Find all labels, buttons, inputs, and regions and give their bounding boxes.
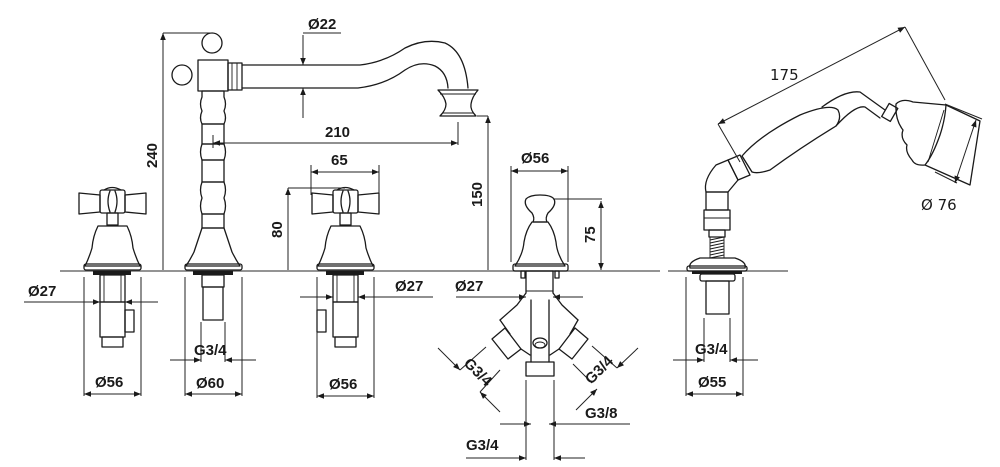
hand-shower-head-diameter-label: Ø 76 (921, 196, 957, 214)
diverter-bottom-thread-label: G3/4 (466, 437, 499, 454)
spout-base-diameter-label: Ø60 (196, 375, 224, 392)
diverter-height-label: 75 (582, 226, 599, 243)
diverter-right-outlet-label: G3/4 (582, 352, 617, 387)
left-valve-base-diameter-label: Ø56 (95, 374, 123, 391)
spout-outlet-height-label: 150 (469, 182, 486, 207)
right-valve-pipe-diameter-label: Ø27 (395, 278, 423, 295)
spout (171, 32, 479, 321)
diverter-knob-diameter-label: Ø56 (521, 150, 549, 167)
hand-shower-length-label: 175 (770, 66, 799, 84)
diverter (491, 194, 589, 377)
spout-thread-label: G3/4 (194, 342, 227, 359)
diverter-dimensions (437, 166, 639, 461)
spout-pipe-diameter-label: Ø22 (308, 16, 336, 33)
right-cross-valve (311, 186, 380, 348)
right-valve-dimensions (285, 165, 433, 399)
diverter-center-outlet-label: G3/8 (585, 405, 618, 422)
diverter-left-outlet-label: G3/4 (460, 355, 495, 390)
right-valve-base-diameter-label: Ø56 (329, 376, 357, 393)
hand-shower (686, 91, 981, 315)
left-cross-valve (78, 186, 147, 348)
hand-shower-dimensions (673, 26, 983, 397)
hand-shower-thread-label: G3/4 (695, 341, 728, 358)
hand-shower-base-diameter-label: Ø55 (698, 374, 726, 391)
left-valve-pipe-diameter-label: Ø27 (28, 283, 56, 300)
spout-height-label: 240 (144, 143, 161, 168)
right-valve-height-label: 80 (269, 221, 286, 238)
left-valve-dimensions (24, 277, 158, 397)
diverter-pipe-diameter-label: Ø27 (455, 278, 483, 295)
spout-reach-label: 210 (325, 124, 350, 141)
spout-dimensions (160, 32, 491, 397)
right-valve-handle-width-label: 65 (331, 152, 348, 169)
